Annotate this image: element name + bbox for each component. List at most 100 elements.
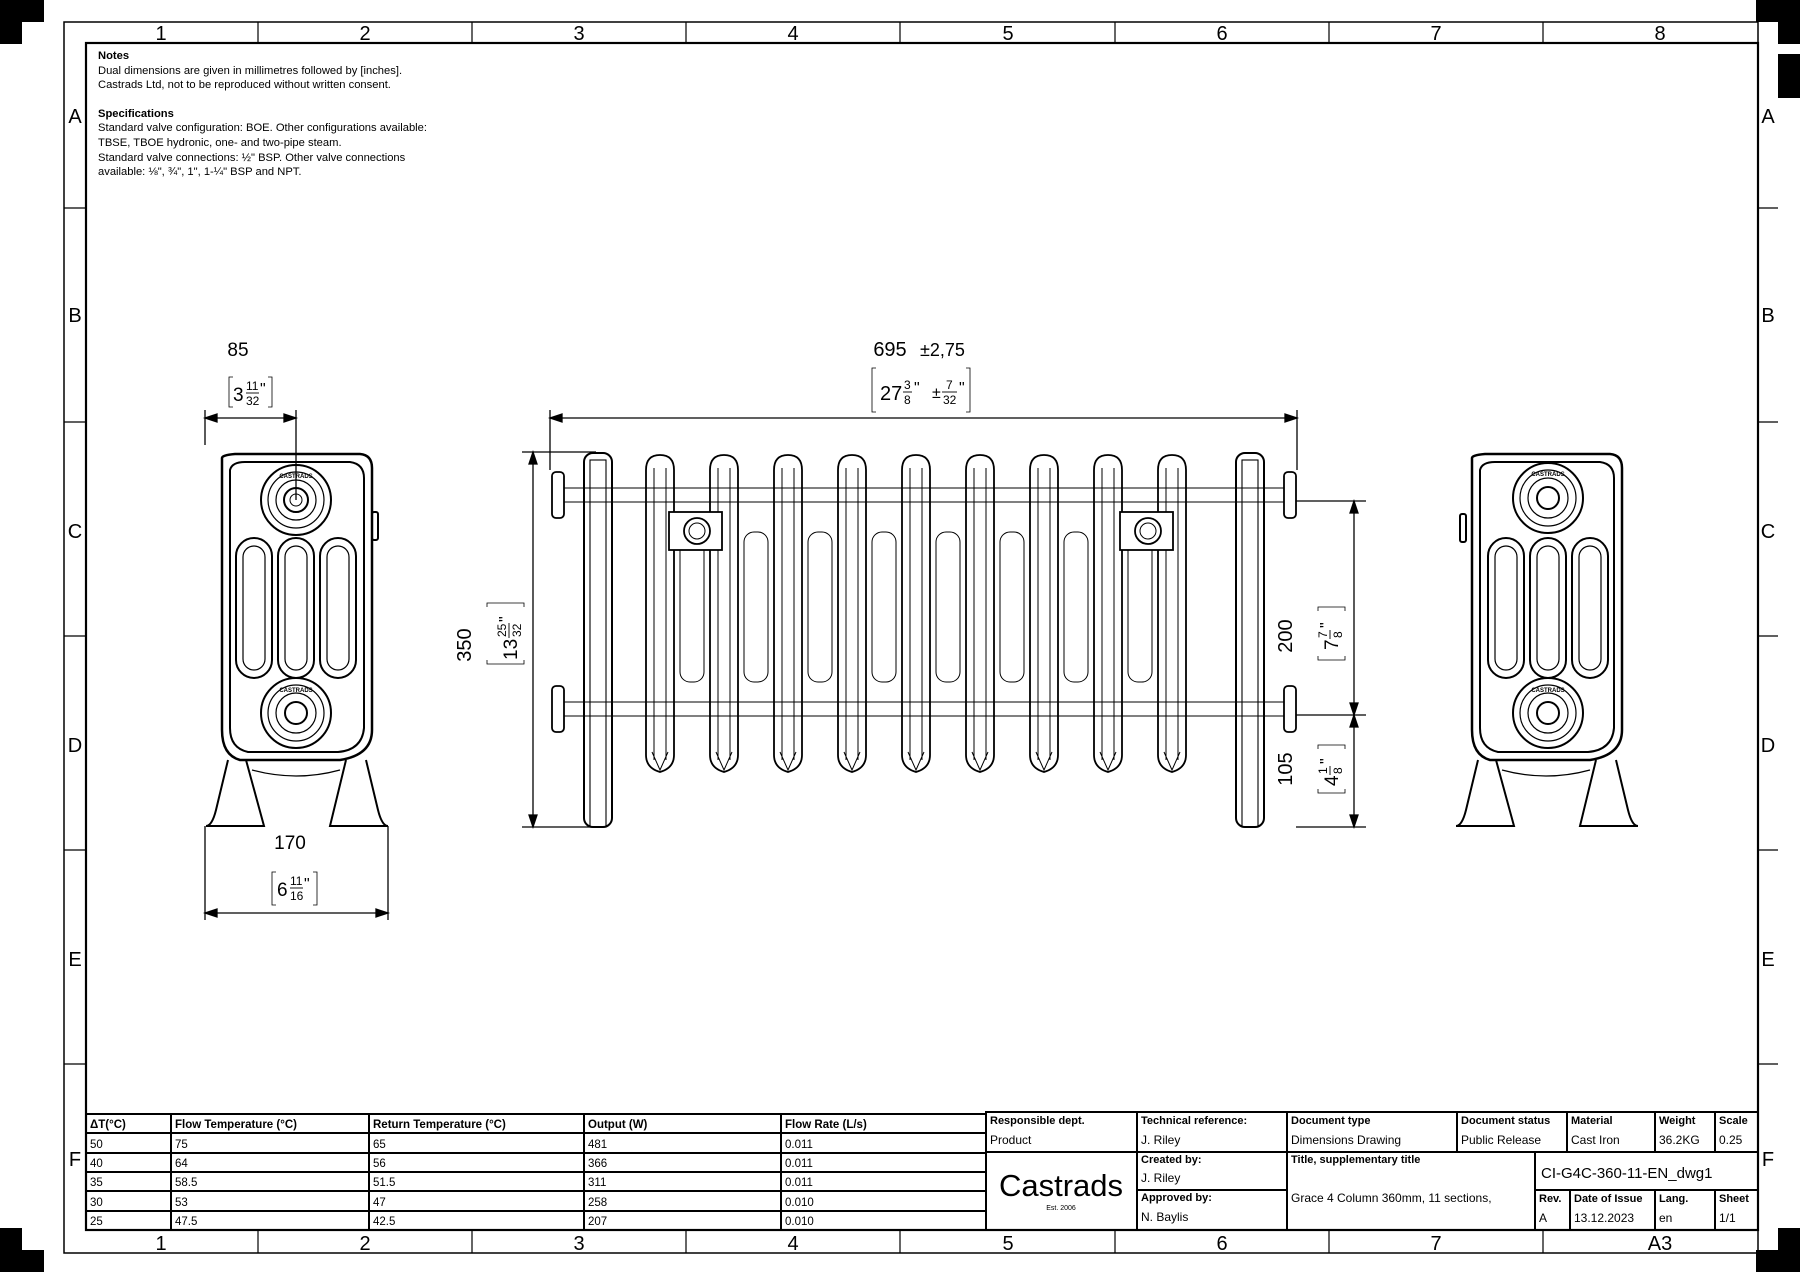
table-cell: 0.010 [785, 1216, 814, 1228]
length-tol-in-sign: ± [932, 385, 941, 402]
performance-table: ΔT(°C) Flow Temperature (°C) Return Temp… [90, 1119, 867, 1228]
left-side-view [205, 452, 389, 827]
foot-width-in-den: 16 [290, 889, 304, 903]
zone-row-a-left: A [68, 106, 82, 128]
table-cell: 311 [588, 1177, 606, 1189]
material-value: Cast Iron [1571, 1133, 1620, 1147]
zone-row-f-left: F [69, 1149, 81, 1171]
notes-section: Notes Dual dimensions are given in milli… [98, 49, 518, 180]
badge-text-right-top: CASTRADS [1531, 472, 1564, 478]
responsible-dept-label: Responsible dept. [990, 1115, 1085, 1127]
zone-col-7-bottom: 7 [1430, 1233, 1441, 1255]
table-cell: 0.011 [785, 1177, 813, 1189]
responsible-dept-value: Product [990, 1133, 1032, 1147]
length-in-den: 8 [904, 393, 911, 407]
table-cell: 30 [90, 1197, 103, 1209]
date-value: 13.12.2023 [1574, 1211, 1634, 1225]
foot-width-in-whole: 6 [277, 880, 288, 901]
left-dim-lines [202, 376, 391, 920]
centres-in-den: 8 [1331, 631, 1345, 638]
sheet-label: Sheet [1719, 1193, 1749, 1205]
section-gap [807, 531, 833, 683]
table-cell: 50 [90, 1139, 103, 1151]
centres-mm: 200 [1275, 619, 1297, 652]
table-cell: 0.011 [785, 1158, 813, 1170]
castrads-logo-sub: Est. 2006 [1046, 1205, 1076, 1212]
date-label: Date of Issue [1574, 1193, 1642, 1205]
table-cell: 0.010 [785, 1197, 814, 1209]
floor-in-whole: 4 [1322, 775, 1343, 786]
document-status-value: Public Release [1461, 1133, 1541, 1147]
zone-row-b-right: B [1761, 305, 1774, 327]
specifications-line: TBSE, TBOE hydronic, one- and two-pipe s… [98, 136, 342, 149]
table-cell: 207 [588, 1216, 607, 1228]
specifications-line: Standard valve connections: ½" BSP. Othe… [98, 151, 406, 164]
foot-width-mm: 170 [274, 833, 306, 854]
floor-inch-mark: " [1318, 758, 1335, 764]
document-number: CI-G4C-360-11-EN_dwg1 [1541, 1165, 1712, 1182]
side-mark-right [1778, 54, 1800, 98]
foot-width-in-num: 11 [290, 874, 303, 888]
radiator-section [773, 454, 803, 773]
sheet-value: 1/1 [1719, 1211, 1736, 1225]
table-cell: 53 [175, 1197, 188, 1209]
section-gap [1127, 531, 1153, 683]
zone-col-3-bottom: 3 [573, 1233, 584, 1255]
section-gap [999, 531, 1025, 683]
lang-label: Lang. [1659, 1193, 1688, 1205]
height-in-whole: 13 [501, 639, 522, 660]
performance-table-grid [85, 1113, 987, 1231]
side-depth-in-num: 11 [246, 379, 259, 393]
zone-col-2-bottom: 2 [359, 1233, 370, 1255]
table-cell: 40 [90, 1158, 103, 1170]
badge-text-right-bottom: CASTRADS [1531, 688, 1564, 694]
radiator-section [901, 454, 931, 773]
zone-row-d-right: D [1761, 735, 1775, 757]
zone-row-c-right: C [1761, 521, 1775, 543]
length-tol-mm: ±2,75 [920, 340, 965, 360]
front-view [551, 452, 1297, 828]
scale-value: 0.25 [1719, 1133, 1743, 1147]
zone-col-5-bottom: 5 [1002, 1233, 1013, 1255]
notes-line: Castrads Ltd, not to be reproduced witho… [98, 79, 391, 92]
notes-line: Dual dimensions are given in millimetres… [98, 64, 403, 77]
rev-value: A [1539, 1211, 1547, 1225]
table-cell: 58.5 [175, 1177, 197, 1189]
side-depth-mm: 85 [227, 340, 248, 361]
length-in-num: 3 [904, 378, 911, 392]
specifications-line: Standard valve configuration: BOE. Other… [98, 122, 427, 135]
zone-col-2-top: 2 [359, 23, 370, 45]
length-mm: 695 [873, 339, 906, 361]
title-label: Title, supplementary title [1291, 1154, 1420, 1166]
section-gap [1063, 531, 1089, 683]
document-type-label: Document type [1291, 1115, 1370, 1127]
table-header-dt: ΔT(°C) [90, 1119, 126, 1131]
zone-row-c-left: C [68, 521, 82, 543]
badge-text-left-bottom: CASTRADS [279, 688, 312, 694]
rev-label: Rev. [1539, 1193, 1561, 1205]
section-gap [935, 531, 961, 683]
zone-row-e-left: E [68, 949, 81, 971]
table-cell: 75 [175, 1139, 188, 1151]
foot-width-inch-mark: " [304, 876, 310, 893]
material-label: Material [1571, 1115, 1613, 1127]
right-top-valve-boss [1512, 462, 1584, 534]
zone-col-4-top: 4 [787, 23, 798, 45]
height-in-num: 25 [495, 623, 509, 637]
zone-col-6-bottom: 6 [1216, 1233, 1227, 1255]
zone-col-4-bottom: 4 [787, 1233, 798, 1255]
side-depth-in-whole: 3 [233, 385, 244, 406]
outer-frame [63, 21, 1759, 1254]
centres-in-num: 7 [1316, 631, 1330, 638]
document-type-value: Dimensions Drawing [1291, 1133, 1401, 1147]
document-status-label: Document status [1461, 1115, 1550, 1127]
length-tol-in-den: 32 [943, 393, 957, 407]
zone-col-6-top: 6 [1216, 23, 1227, 45]
centres-inch-mark: " [1318, 622, 1335, 628]
zone-col-7-top: 7 [1430, 23, 1441, 45]
height-mm: 350 [454, 628, 476, 661]
section-gap [871, 531, 897, 683]
centres-in-whole: 7 [1322, 639, 1343, 650]
radiator-section [1093, 454, 1123, 773]
